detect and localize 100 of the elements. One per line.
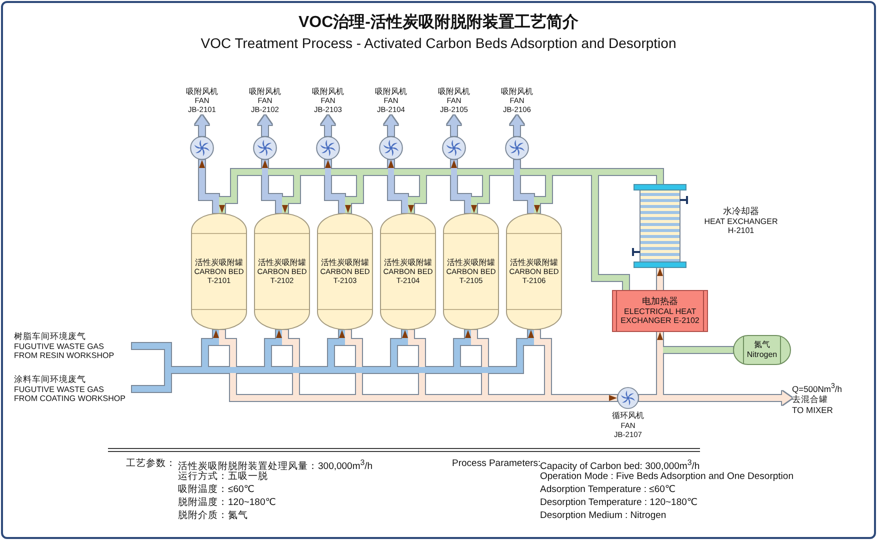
pipe bbox=[268, 367, 331, 373]
pipe bbox=[660, 347, 733, 353]
fan-icon bbox=[316, 136, 340, 160]
parameter-text: 吸附温度：≤60℃ bbox=[178, 484, 254, 496]
pipe-arrow bbox=[282, 172, 300, 213]
carbon-bed-tank bbox=[506, 213, 562, 330]
equipment-label: 活性炭吸附罐 bbox=[447, 258, 495, 268]
carbon-bed-tank bbox=[317, 213, 373, 330]
pipe bbox=[549, 169, 595, 175]
pipe-arrow bbox=[510, 115, 524, 136]
equipment-label: 水冷却器 bbox=[723, 206, 759, 217]
pipe bbox=[471, 330, 488, 398]
fan-icon bbox=[253, 136, 277, 160]
equipment-label: 循环风机 bbox=[612, 411, 644, 421]
pipe bbox=[423, 169, 486, 175]
parameter-text: Desorption Medium : Nitrogen bbox=[540, 510, 666, 522]
pipe-arrow bbox=[451, 160, 471, 213]
parameter-text: Capacity of Carbon bed: 300,000m$^{3}$/h bbox=[540, 458, 700, 472]
electric-heater bbox=[612, 290, 708, 332]
pipe-arrow bbox=[328, 330, 345, 370]
source-label: FUGUTIVE WASTE GAS FROM COATING WORKSHOP bbox=[14, 384, 126, 404]
pipe bbox=[331, 367, 394, 373]
pipe bbox=[359, 395, 422, 401]
parameter-text: Adsorption Temperature : ≤60℃ bbox=[540, 484, 676, 496]
parameter-text: 脱附介质：氮气 bbox=[178, 510, 248, 522]
pipe bbox=[592, 172, 629, 290]
pipe bbox=[394, 367, 457, 373]
pipe bbox=[595, 169, 663, 184]
pipe bbox=[514, 160, 534, 213]
equipment-label: 吸附风机 bbox=[249, 86, 281, 96]
parameter-text: Desorption Temperature : 120~180℃ bbox=[540, 497, 698, 510]
pipe bbox=[345, 330, 362, 398]
equipment-label: 活性炭吸附罐 bbox=[195, 258, 243, 268]
equipment-label: 活性炭吸附罐 bbox=[258, 258, 306, 268]
equipment-label: 活性炭吸附罐 bbox=[510, 258, 558, 268]
fan-icon bbox=[617, 387, 639, 409]
pipe bbox=[486, 169, 549, 175]
equipment-label: ELECTRICAL HEAT EXCHANGER E-2102 bbox=[620, 306, 700, 326]
source-label: FUGUTIVE WASTE GAS FROM RESIN WORKSHOP bbox=[14, 342, 116, 361]
source-label: 涂料车间环境废气 bbox=[14, 374, 86, 384]
pipe bbox=[422, 395, 485, 401]
pipe bbox=[639, 395, 660, 401]
nitrogen-tank bbox=[733, 335, 791, 365]
pipe-arrow bbox=[660, 391, 792, 405]
destination-label: Q=500Nm$^{3}$/h bbox=[792, 382, 842, 394]
pipe bbox=[296, 395, 359, 401]
pipe-arrow bbox=[457, 330, 534, 373]
pipe bbox=[360, 169, 423, 175]
pipe-arrow bbox=[454, 330, 471, 370]
pipe-arrow bbox=[657, 332, 663, 350]
pipe bbox=[485, 395, 548, 401]
pipe-arrow bbox=[199, 160, 219, 213]
pipe-arrow bbox=[534, 172, 552, 213]
pipe bbox=[282, 330, 299, 398]
equipment-label: Nitrogen bbox=[746, 350, 778, 360]
parameter-text: 脱附温度：120~180℃ bbox=[178, 497, 276, 510]
equipment-label: 吸附风机 bbox=[501, 86, 533, 96]
pipe bbox=[132, 343, 171, 370]
pipe-arrow bbox=[548, 395, 617, 401]
fan-icon bbox=[379, 136, 403, 160]
pipe bbox=[219, 330, 296, 401]
pipe-arrow bbox=[447, 115, 461, 136]
pipe-arrow bbox=[262, 160, 282, 213]
equipment-label: 吸附风机 bbox=[186, 86, 218, 96]
source-label: 树脂车间环境废气 bbox=[14, 331, 86, 342]
parameter-text: 运行方式：五吸一脱 bbox=[178, 471, 268, 484]
parameter-text: Operation Mode : Five Beds Adsorption and One Desorption bbox=[540, 471, 794, 484]
fan-icon bbox=[442, 136, 466, 160]
carbon-bed-tank bbox=[254, 213, 310, 330]
destination-label: 去混合罐 bbox=[792, 394, 828, 404]
equipment-label: 氮气 bbox=[754, 340, 770, 350]
section-heading: Process Parameters: bbox=[452, 458, 541, 469]
equipment-label: HEAT EXCHANGER H-2101 bbox=[703, 216, 779, 236]
pipe bbox=[534, 330, 551, 398]
pipe-arrow bbox=[321, 115, 335, 136]
destination-label: TO MIXER bbox=[792, 404, 833, 415]
pipe-arrow bbox=[325, 160, 345, 213]
pipe bbox=[657, 350, 663, 398]
pipe-arrow bbox=[408, 172, 426, 213]
pipe-arrow bbox=[471, 172, 489, 213]
pipe-arrow bbox=[384, 115, 398, 136]
carbon-bed-tank bbox=[191, 213, 247, 330]
pipe-arrow bbox=[657, 268, 663, 290]
pipe-arrow bbox=[258, 115, 272, 136]
parameter-text: 活性炭吸附脱附装置处理风量：300,000m$^{3}$/h bbox=[178, 458, 373, 472]
fan-icon bbox=[190, 136, 214, 160]
pipe-arrow bbox=[391, 330, 408, 370]
pipe-arrow bbox=[345, 172, 363, 213]
fan-icon bbox=[505, 136, 529, 160]
equipment-label: 活性炭吸附罐 bbox=[384, 258, 432, 268]
pipe-arrow bbox=[202, 330, 219, 370]
pipe bbox=[297, 169, 360, 175]
section-heading: 工艺参数： bbox=[126, 458, 176, 470]
equipment-label: 吸附风机 bbox=[375, 86, 407, 96]
equipment-label: 吸附风机 bbox=[312, 86, 344, 96]
carbon-bed-tank bbox=[443, 213, 499, 330]
equipment-label: 活性炭吸附罐 bbox=[321, 258, 369, 268]
subtitle: VOC Treatment Process - Activated Carbon Beds Adsorption and Desorption bbox=[200, 34, 676, 52]
pipe-arrow bbox=[219, 169, 297, 213]
pipe bbox=[408, 330, 425, 398]
